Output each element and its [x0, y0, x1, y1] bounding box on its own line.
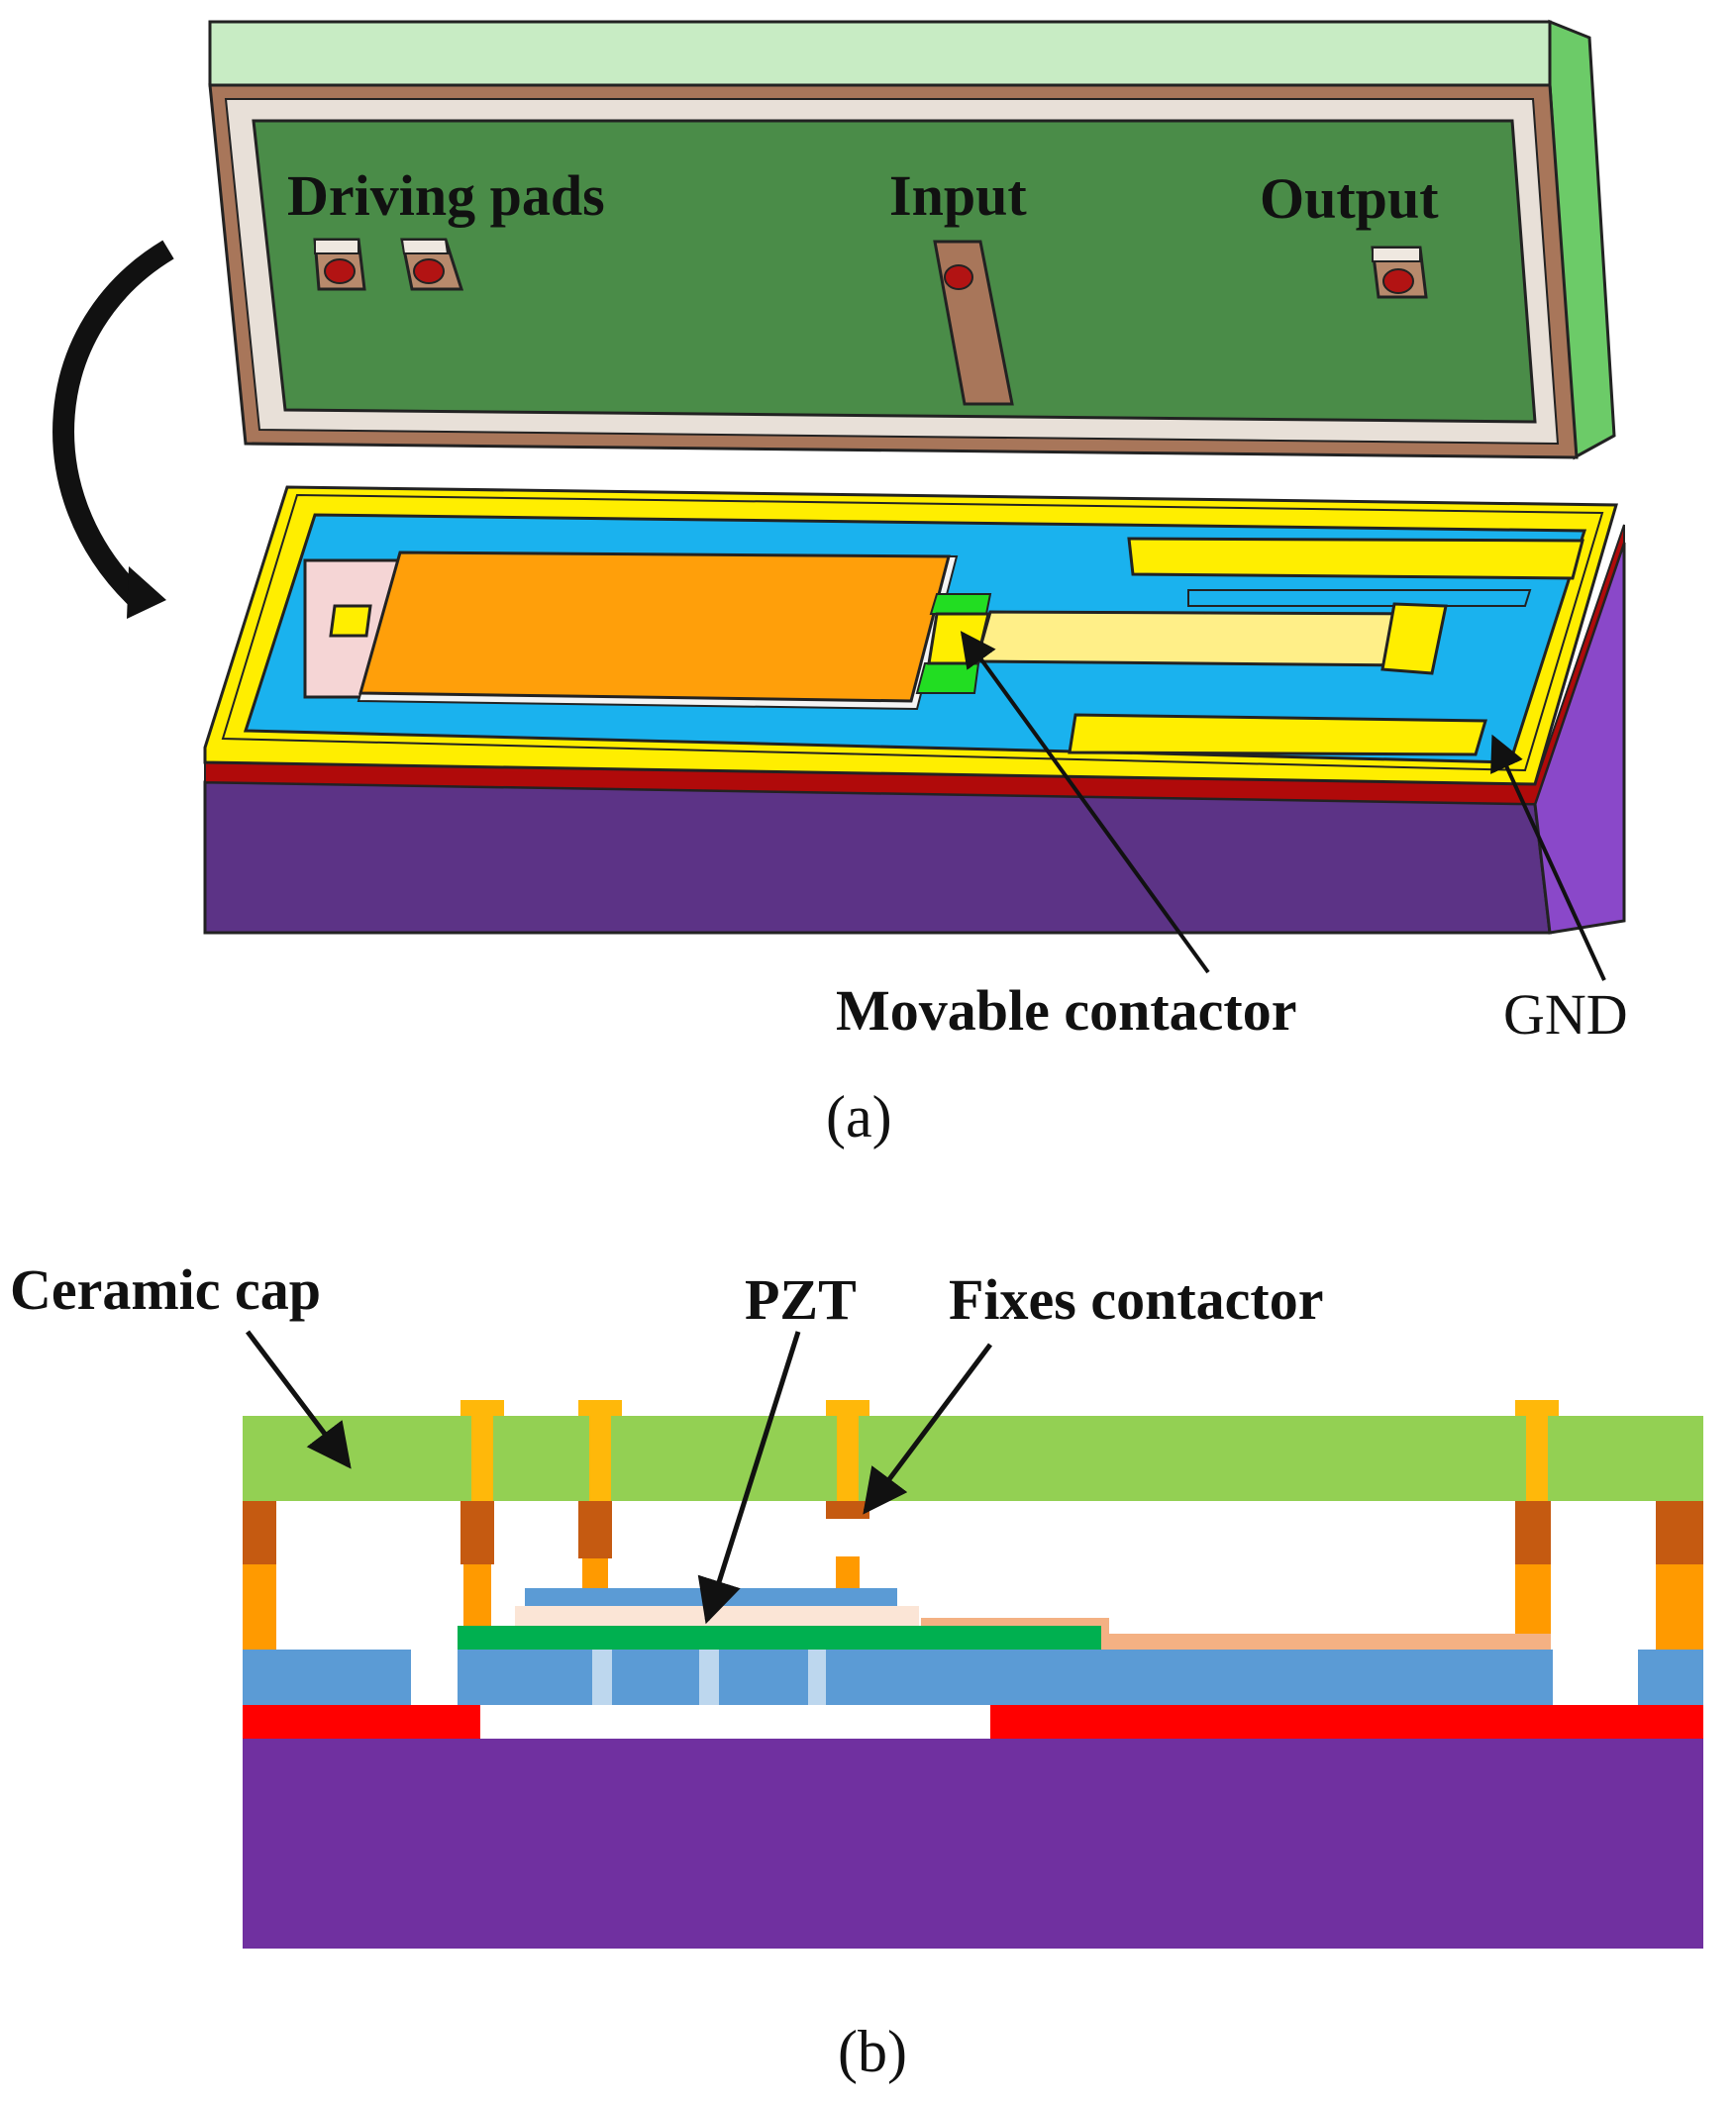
cap-lid-face: [252, 119, 1537, 424]
gnd-rail-bottom: [1068, 713, 1487, 756]
gnd-rail-top: [1127, 537, 1584, 580]
ceramic-cap-label: Ceramic cap: [10, 1257, 321, 1322]
blue-layer-left: [243, 1650, 411, 1705]
via-1: [460, 1400, 504, 1501]
gnd-rail-left: [1187, 589, 1532, 607]
fixed-contactor: [826, 1501, 869, 1588]
post-2: [460, 1501, 494, 1626]
fixes-contactor-label: Fixes contactor: [949, 1267, 1323, 1332]
post-5: [1656, 1501, 1703, 1650]
substrate-b: [243, 1739, 1703, 1949]
panel-b: Ceramic cap PZT Fixes contactor (b): [10, 1257, 1703, 2084]
pzt-label: PZT: [745, 1267, 857, 1332]
device-body: [203, 485, 1626, 981]
cap-lid-top-edge: [208, 20, 1552, 87]
ceramic-cap-pointer: [246, 1330, 352, 1469]
via-3: [826, 1400, 869, 1501]
via-2: [578, 1400, 622, 1501]
post-4: [1515, 1501, 1551, 1634]
blue-layer-main: [458, 1650, 1553, 1705]
contact-green-1: [929, 593, 992, 615]
driving-pads-label: Driving pads: [287, 163, 605, 228]
caption-b: (b): [838, 2019, 907, 2084]
movable-contactor-label: Movable contactor: [836, 978, 1296, 1043]
blue-layer-right: [1638, 1650, 1703, 1705]
caption-a: (a): [826, 1084, 892, 1150]
gnd-label: GND: [1503, 982, 1628, 1047]
via-4: [1515, 1400, 1559, 1501]
pzt-pointer: [697, 1331, 801, 1625]
anchor-yellow-1: [329, 604, 372, 638]
ceramic-cap-b: [243, 1416, 1703, 1501]
blue-gap-3: [808, 1650, 826, 1705]
post-3: [578, 1501, 612, 1588]
beam-end-pad: [1380, 602, 1448, 675]
contact-green-2: [915, 662, 980, 694]
pzt-beam: [358, 551, 951, 703]
flip-arrowhead: [127, 566, 166, 619]
gnd-pointer: [1490, 734, 1606, 981]
input-pad: [933, 240, 1014, 406]
pzt-peach: [515, 1606, 919, 1626]
flip-arrow: [52, 240, 174, 606]
pzt-green: [458, 1626, 1101, 1650]
output-label: Output: [1260, 166, 1439, 231]
blue-gap-2: [699, 1650, 719, 1705]
driving-pad-2: [400, 238, 464, 291]
blue-gap-1: [592, 1650, 612, 1705]
fixes-contactor-pointer: [863, 1343, 992, 1515]
frame-inner-line: [221, 493, 1604, 772]
cap-lid: Driving pads Input Output: [208, 19, 1616, 460]
red-layer-right: [990, 1705, 1703, 1739]
red-layer-left: [243, 1705, 480, 1739]
driving-pad-1: [313, 238, 366, 291]
cap-lid-side: [1548, 19, 1616, 460]
movable-contactor-pointer: [960, 631, 1210, 974]
substrate-front: [203, 780, 1552, 935]
input-label: Input: [889, 163, 1027, 228]
panel-a: Driving pads Input Output: [52, 19, 1628, 1150]
movable-beam: [974, 610, 1428, 667]
output-pad: [1371, 246, 1428, 299]
post-1: [243, 1501, 276, 1650]
